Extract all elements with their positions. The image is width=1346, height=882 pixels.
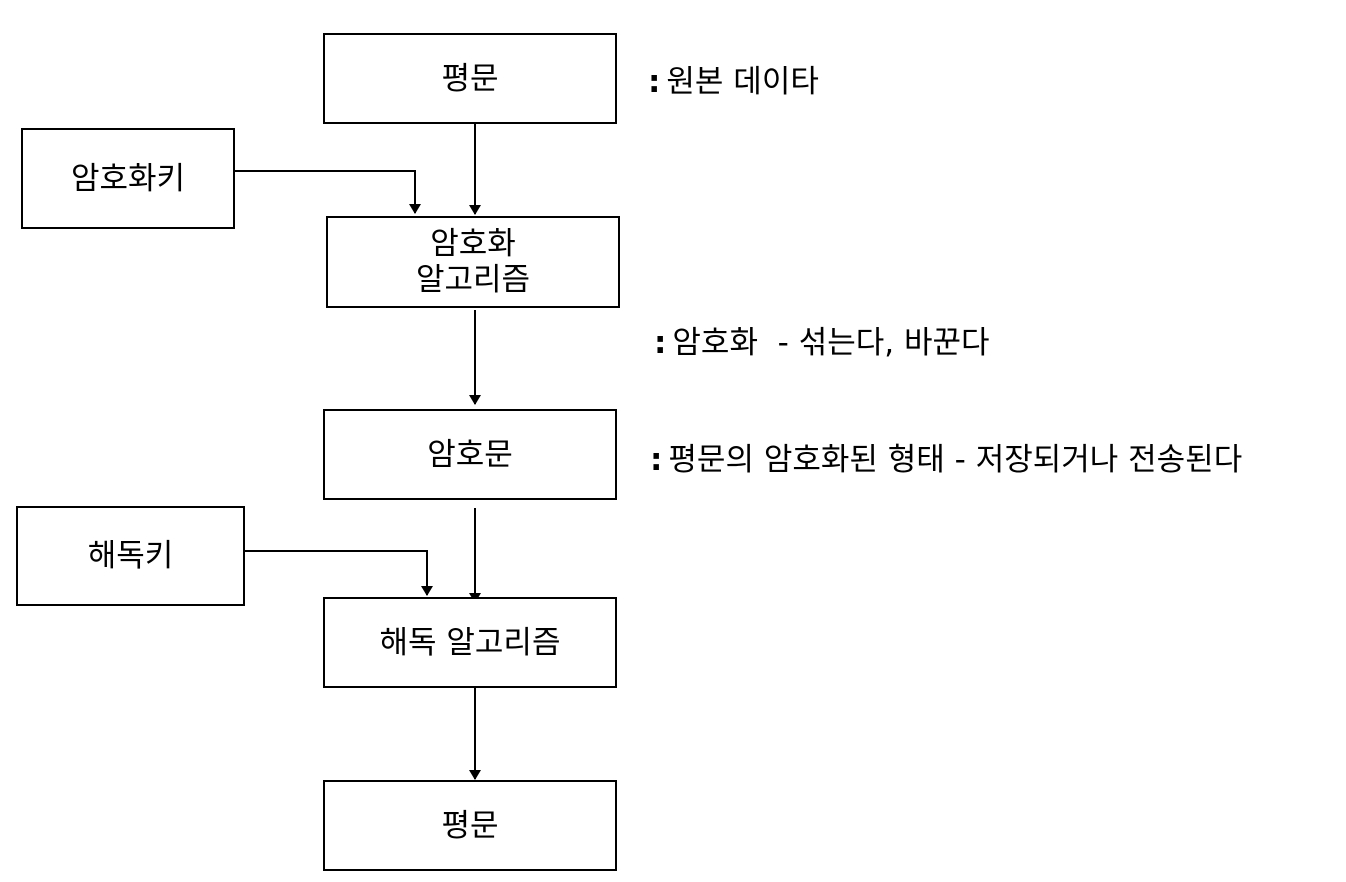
decryption-algorithm-label: 해독 알고리즘 xyxy=(379,624,561,661)
encryption-key-label: 암호화키 xyxy=(70,160,186,197)
ciphertext-note-colon: : xyxy=(650,442,663,478)
encryption-algorithm-label-line2: 알고리즘 xyxy=(415,262,531,298)
decryption-algorithm-box: 해독 알고리즘 xyxy=(323,597,617,688)
encryption-note-colon: : xyxy=(654,325,667,361)
plaintext-top-label: 평문 xyxy=(441,60,499,97)
encryption-algorithm-box: 암호화 알고리즘 xyxy=(326,216,620,308)
decryption-key-label: 해독키 xyxy=(87,538,174,574)
encryption-note: :암호화 - 섞는다, 바꾼다 xyxy=(654,325,990,361)
arrow-dec-key-to-dec-algo xyxy=(245,550,433,596)
arrow-enc-key-to-enc-algo xyxy=(235,170,421,214)
plaintext-box-bottom: 평문 xyxy=(323,780,617,871)
plaintext-note-colon: : xyxy=(648,64,661,100)
encryption-algorithm-label-line1: 암호화 xyxy=(430,226,516,262)
plaintext-bottom-label: 평문 xyxy=(441,807,499,844)
encryption-key-box: 암호화키 xyxy=(21,128,235,229)
ciphertext-note-text: 평문의 암호화된 형태 - 저장되거나 전송된다 xyxy=(668,442,1243,478)
plaintext-note: :원본 데이타 xyxy=(648,64,819,100)
ciphertext-box: 암호문 xyxy=(323,409,617,500)
encryption-note-text: 암호화 - 섞는다, 바꾼다 xyxy=(672,325,990,361)
ciphertext-label: 암호문 xyxy=(427,436,513,473)
ciphertext-note: :평문의 암호화된 형태 - 저장되거나 전송된다 xyxy=(650,442,1242,478)
plaintext-note-text: 원본 데이타 xyxy=(666,64,819,100)
plaintext-box-top: 평문 xyxy=(323,33,617,124)
decryption-key-box: 해독키 xyxy=(16,506,245,606)
